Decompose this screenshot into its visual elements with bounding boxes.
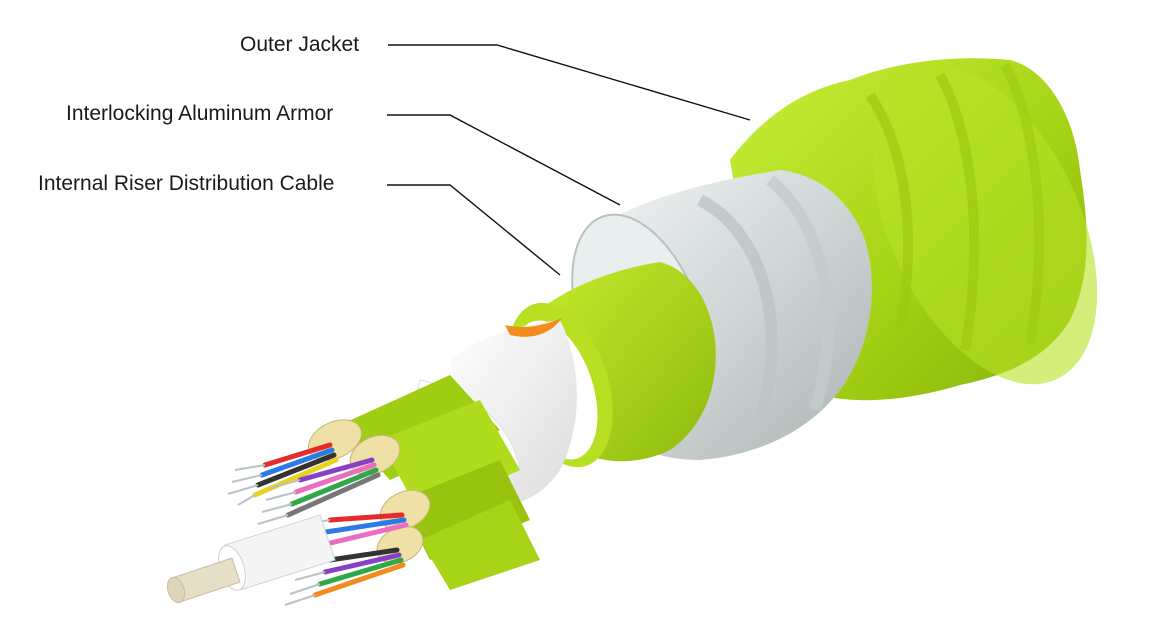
leader-line-armor [387, 114, 621, 206]
label-interlocking-aluminum-armor: Interlocking Aluminum Armor [66, 102, 334, 125]
ripcord [505, 318, 562, 337]
leader-line-riser [387, 184, 561, 276]
label-internal-riser-distribution-cable: Internal Riser Distribution Cable [38, 172, 335, 195]
leader-line-outer-jacket [388, 44, 751, 121]
label-outer-jacket: Outer Jacket [240, 33, 360, 56]
central-strength-member [166, 514, 336, 604]
fiber-bundle [252, 442, 409, 598]
